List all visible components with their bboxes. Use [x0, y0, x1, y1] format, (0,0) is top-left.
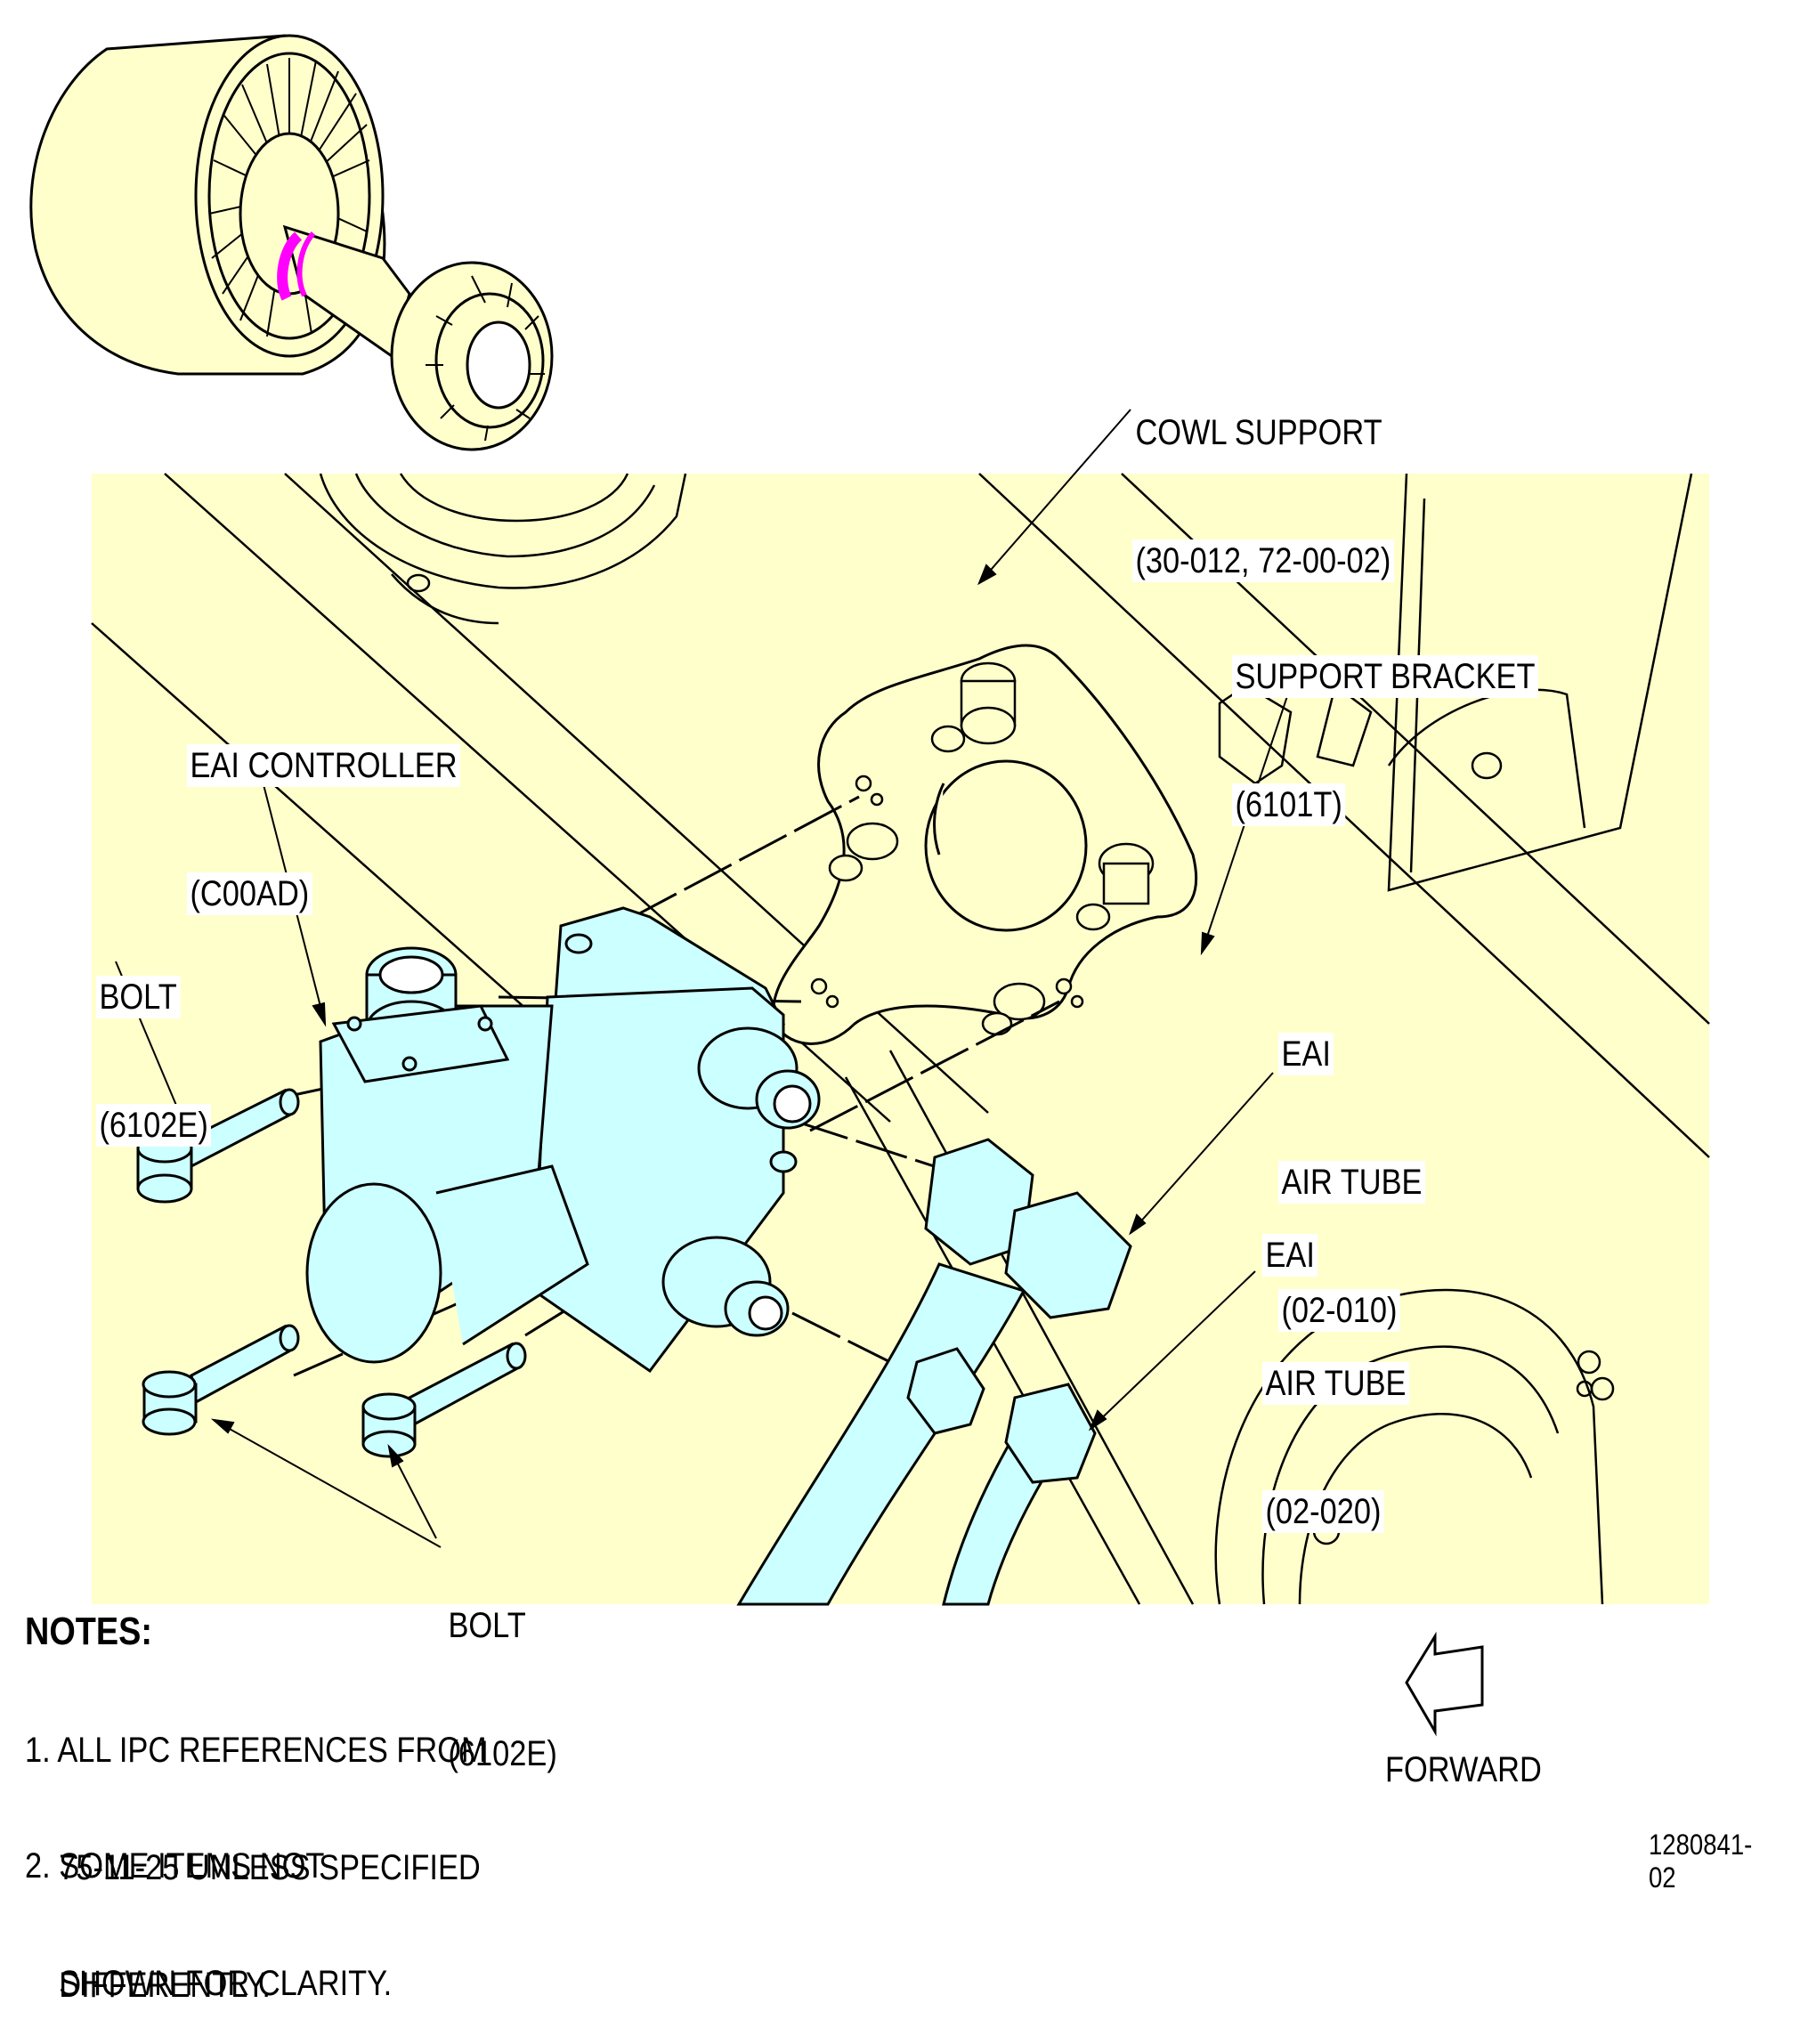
illustration: [29, 34, 1710, 1737]
stud-left: [828, 822, 899, 882]
callout-cowl-support: COWL SUPPORT (30-012, 72-00-02): [1132, 326, 1394, 625]
callout-eai-air-tube-1-ref: (02-010): [1278, 1289, 1400, 1332]
forward-arrow-icon: [1405, 1631, 1484, 1737]
callout-eai-air-tube-1-line2: AIR TUBE: [1278, 1161, 1425, 1204]
callout-eai-air-tube-2-line2: AIR TUBE: [1262, 1362, 1409, 1405]
location-highlight: [277, 231, 303, 301]
stud-top: [930, 661, 1017, 753]
note-2-line-2: SHOWN FOR CLARITY.: [25, 1964, 393, 2003]
callout-eai-air-tube-2-line1: EAI: [1262, 1234, 1318, 1277]
bolt-bottom-right: [361, 1342, 527, 1458]
callout-support-bracket-name: SUPPORT BRACKET: [1232, 655, 1538, 698]
bolt-bottom-left: [142, 1324, 300, 1436]
callout-eai-air-tube-2: EAI AIR TUBE (02-020): [1262, 1148, 1409, 1576]
eai-controller-body: [305, 906, 821, 1374]
notes-title: NOTES:: [25, 1610, 152, 1653]
forward-label: FORWARD: [1385, 1750, 1542, 1789]
callout-support-bracket: SUPPORT BRACKET (6101T): [1232, 570, 1538, 869]
stud-right: [1075, 842, 1155, 931]
callout-bolt-left-ref: (6102E): [96, 1104, 212, 1147]
callout-eai-air-tube-2-ref: (02-020): [1262, 1490, 1384, 1533]
bracket-studs: [810, 661, 1155, 1036]
callout-bolt-left: BOLT (6102E): [96, 890, 212, 1189]
callout-bolt-bottom-name: BOLT: [445, 1604, 530, 1647]
note-1-line-1: 1. ALL IPC REFERENCES FROM: [25, 1731, 487, 1770]
callout-eai-controller-ref: (C00AD): [187, 872, 312, 915]
engine-locator: [29, 34, 554, 451]
callout-eai-air-tube-1-line1: EAI: [1278, 1033, 1334, 1075]
turbine-blades: [426, 275, 545, 442]
eai-air-tubes: [736, 1138, 1132, 1606]
callout-support-bracket-ref: (6101T): [1232, 783, 1346, 826]
callout-eai-controller-name: EAI CONTROLLER: [187, 744, 460, 787]
callout-bolt-bottom-ref: (6102E): [445, 1732, 561, 1775]
callout-bolt-left-name: BOLT: [96, 976, 181, 1018]
support-bracket: [772, 644, 1198, 1045]
leader-lines: [115, 409, 1301, 1548]
callout-cowl-support-ref: (30-012, 72-00-02): [1132, 539, 1394, 582]
figure-id: 1280841-02: [1649, 1829, 1753, 1894]
note-2-line-1: 2. SOME ITEMS NOT: [25, 1846, 325, 1886]
note-2: 2. SOME ITEMS NOT SHOWN FOR CLARITY.: [25, 1768, 392, 2042]
callout-bolt-bottom: BOLT (6102E): [445, 1519, 561, 1818]
bolt-left: [136, 1088, 300, 1204]
callout-eai-controller: EAI CONTROLLER (C00AD): [187, 659, 460, 958]
callout-cowl-support-name: COWL SUPPORT: [1132, 411, 1386, 454]
callout-eai-air-tube-1: EAI AIR TUBE (02-010): [1278, 947, 1425, 1375]
